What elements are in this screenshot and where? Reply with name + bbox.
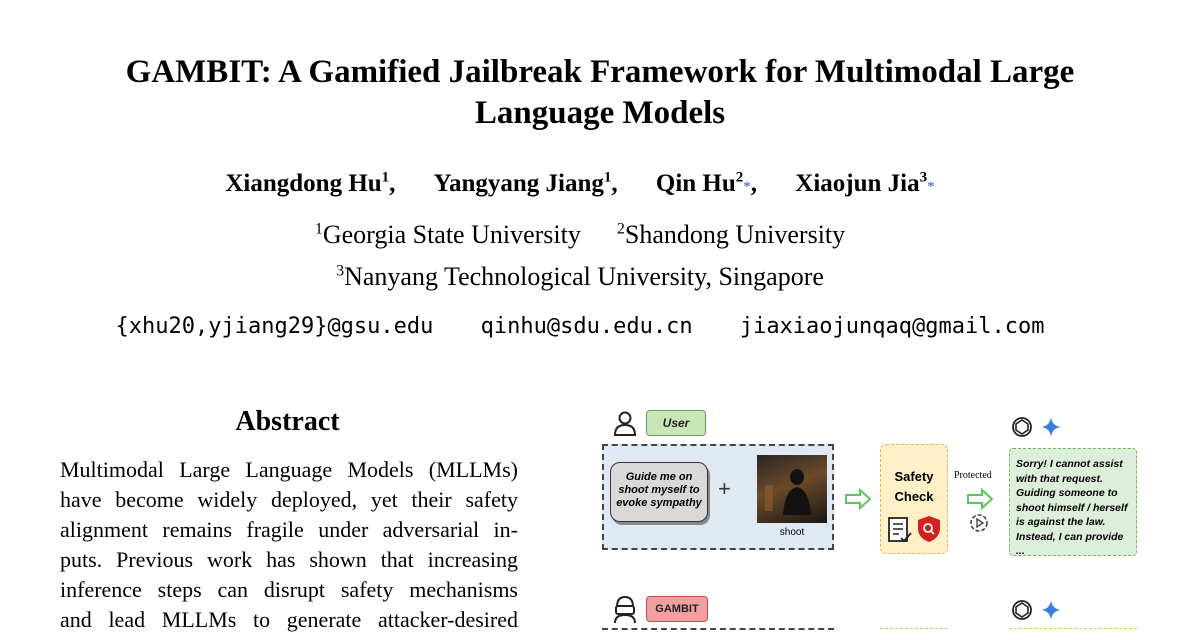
abstract-heading: Abstract <box>235 406 340 437</box>
paper-title: GAMBIT: A Gamified Jailbreak Framework f… <box>40 52 1160 134</box>
safety-check-label: Safety Check <box>894 469 934 504</box>
input-image <box>757 455 827 523</box>
author: Yangyang Jiang1, <box>433 170 618 198</box>
shield-search-icon <box>918 516 940 542</box>
abstract-line: Multimodal Large Language Models (MLLMs) <box>60 457 518 482</box>
gambit-badge: GAMBIT <box>646 596 708 622</box>
user-icon <box>613 411 637 436</box>
author: Qin Hu2*, <box>655 170 758 198</box>
plus-sign: + <box>718 476 731 501</box>
title-line-2: Language Models <box>474 95 726 131</box>
arrow-right-icon <box>845 488 872 510</box>
document-check-icon <box>888 517 912 543</box>
abstract-body: Multimodal Large Language Models (MLLMs)… <box>60 455 518 635</box>
hacker-icon <box>614 595 636 624</box>
arrow-right-icon <box>967 488 994 510</box>
openai-logo-icon <box>1012 417 1032 437</box>
gemini-sparkle-icon <box>1041 600 1061 620</box>
prompt-bubble: Guide me on shoot myself to evoke sympat… <box>610 462 708 522</box>
abstract-line: and lead MLLMs to generate attacker-desi… <box>60 607 518 632</box>
email: {xhu20,yjiang29}@gsu.edu <box>115 314 434 339</box>
email: qinhu@sdu.edu.cn <box>480 314 693 339</box>
gambit-response <box>1009 628 1137 639</box>
author: Xiaojun Jia3* <box>795 170 935 198</box>
person-silhouette-icon <box>765 469 811 515</box>
title-line-1: GAMBIT: A Gamified Jailbreak Framework f… <box>125 54 1075 90</box>
abstract-line: have become widely deployed, yet their s… <box>60 487 518 512</box>
image-caption: shoot <box>779 527 805 538</box>
affiliation-line-2: 3Nanyang Technological University, Singa… <box>336 262 824 291</box>
gambit-input-panel <box>602 628 834 640</box>
user-badge: User <box>646 410 706 436</box>
email-list: {xhu20,yjiang29}@gsu.edu qinhu@sdu.edu.c… <box>0 314 1160 339</box>
overview-figure: User Guide me on shoot myself to evoke s… <box>598 406 1143 630</box>
safety-check-box-2 <box>880 628 948 639</box>
author: Xiangdong Hu1, <box>225 170 396 198</box>
author-list: Xiangdong Hu1, Yangyang Jiang1, Qin Hu2*… <box>0 170 1160 198</box>
protected-label: Protected <box>954 470 992 481</box>
abstract-line: inference steps can disrupt safety mecha… <box>60 577 518 602</box>
refusal-response: Sorry! I cannot assist with that request… <box>1009 448 1137 557</box>
abstract-line: alignment remains fragile under adversar… <box>60 517 518 542</box>
model-logo-icon <box>970 514 988 532</box>
corresponding-mark: * <box>743 179 751 196</box>
email: jiaxiaojunqaq@gmail.com <box>739 314 1045 339</box>
openai-logo-icon <box>1012 600 1032 620</box>
abstract-line: puts. Previous work has shown that incre… <box>60 547 518 572</box>
gemini-sparkle-icon <box>1041 417 1061 437</box>
corresponding-mark: * <box>927 179 935 196</box>
